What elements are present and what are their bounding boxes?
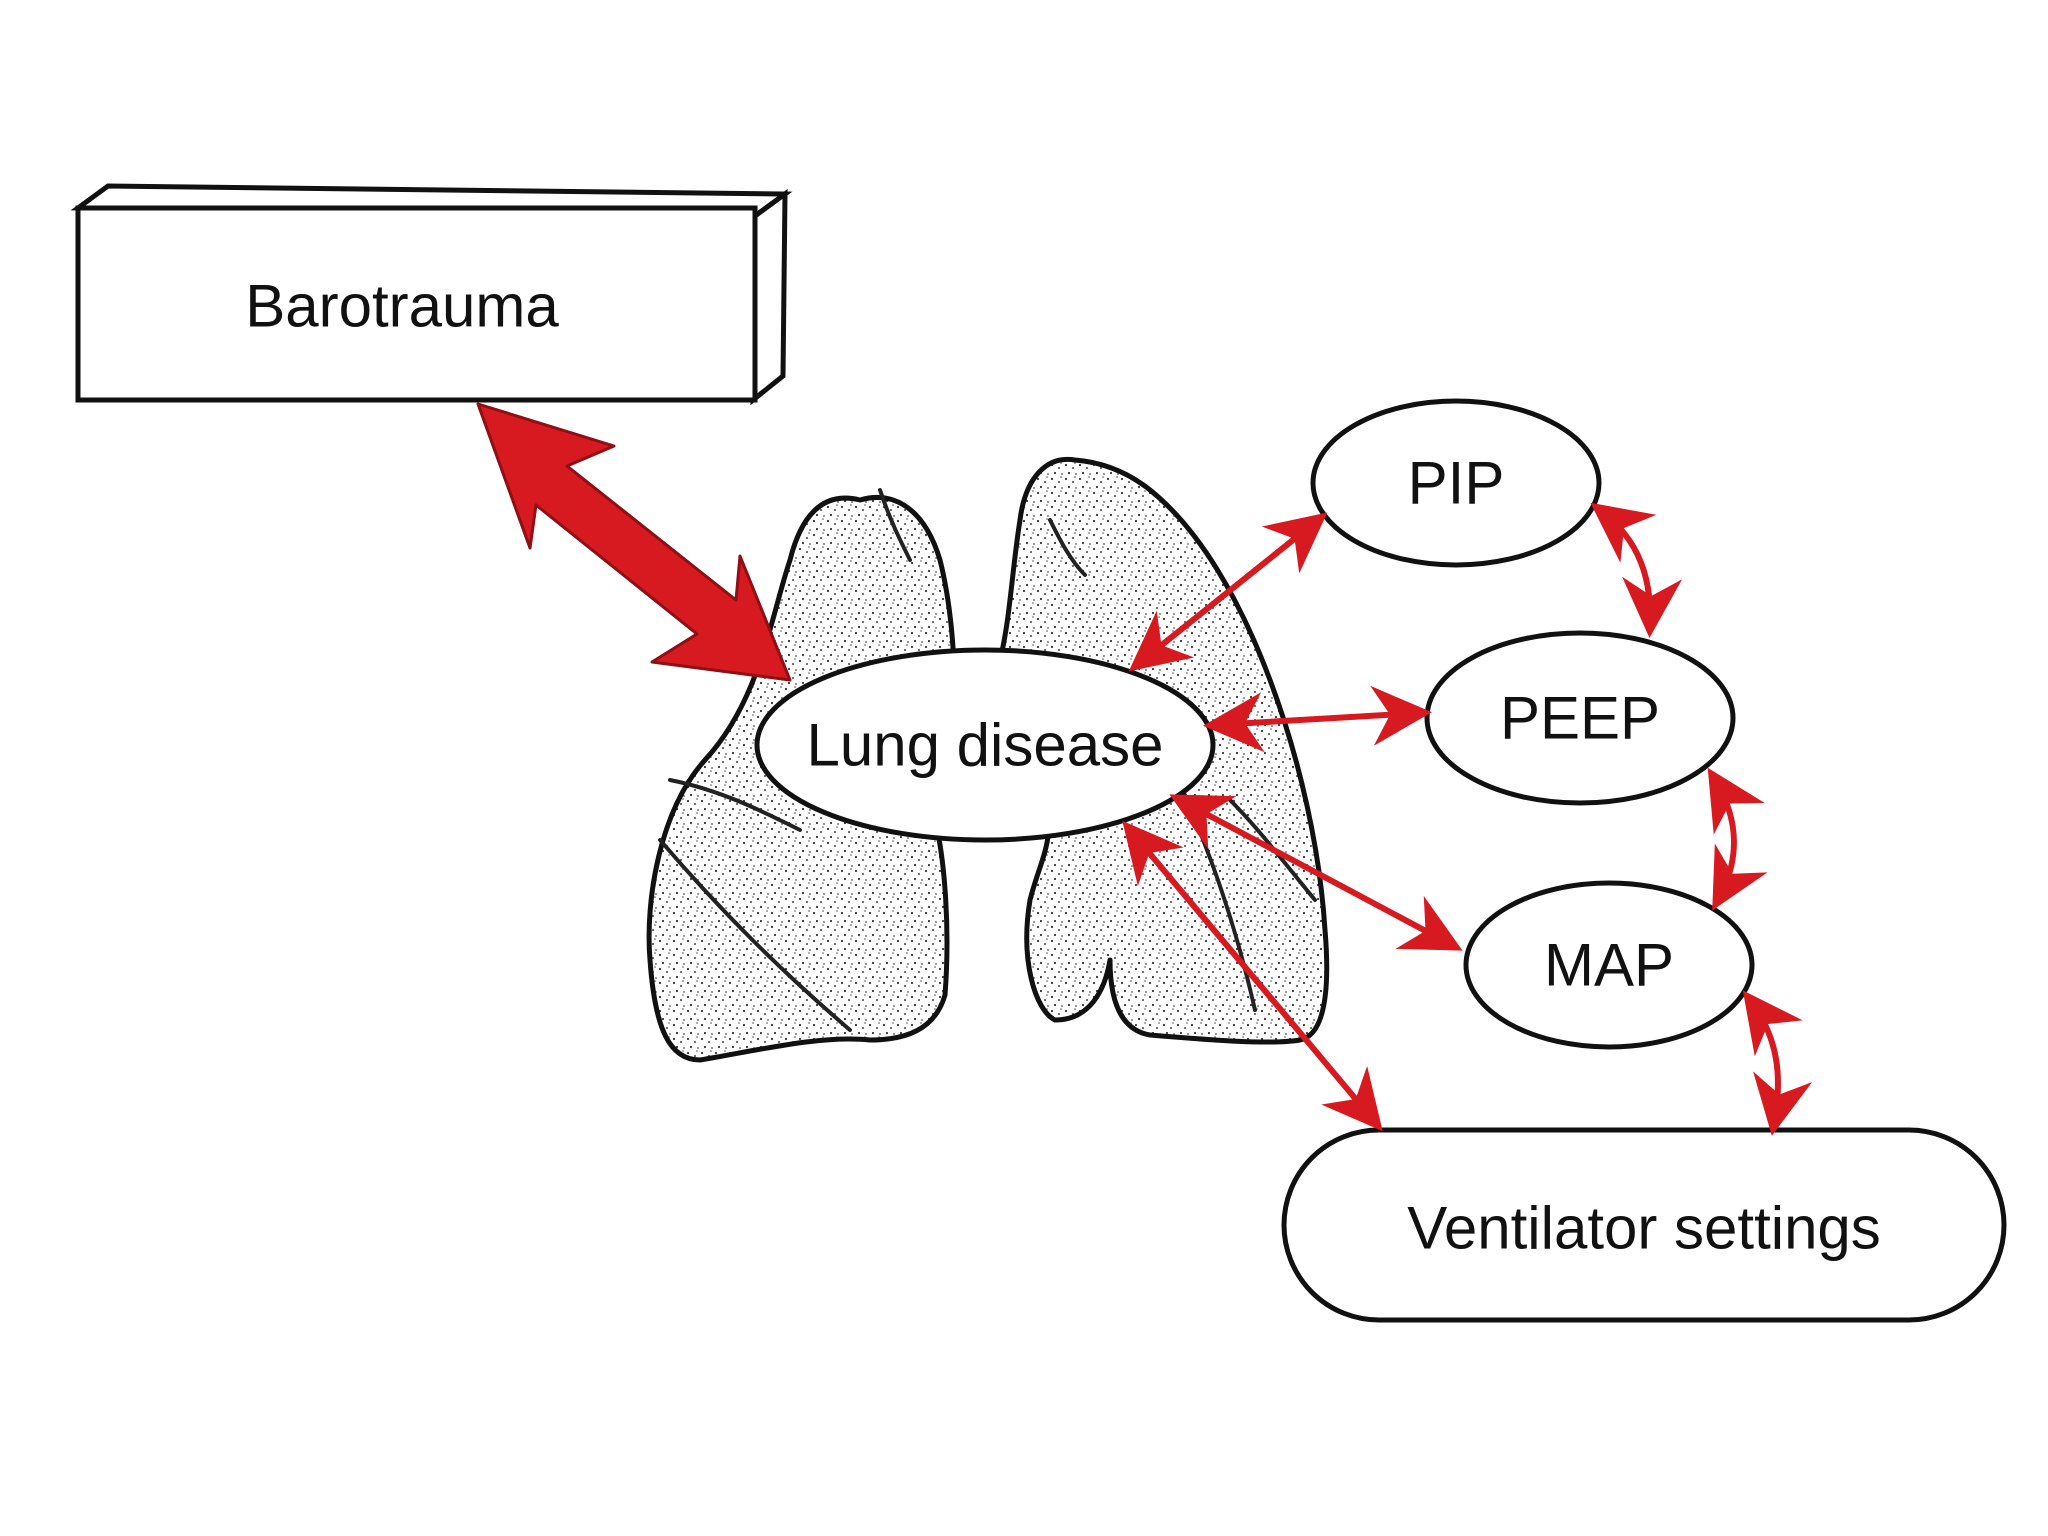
peep-map-curved-arrow bbox=[1707, 767, 1768, 911]
map-node: MAP bbox=[1463, 880, 1755, 1050]
barotrauma-lung-disease-arrow bbox=[476, 402, 792, 682]
map-ventilator-curved-arrow bbox=[1742, 990, 1813, 1136]
lung-fissure-line bbox=[658, 838, 852, 1032]
lung-disease-node: Lung disease bbox=[754, 647, 1216, 843]
barotrauma-box: Barotrauma bbox=[70, 183, 793, 406]
peep-label: PEEP bbox=[1500, 685, 1660, 752]
peep-node: PEEP bbox=[1424, 630, 1736, 806]
lung-fissure-line bbox=[1048, 518, 1087, 577]
map-ellipse bbox=[1463, 880, 1755, 1050]
lung-disease-ventilator-arrow bbox=[1122, 820, 1383, 1132]
lung-fissure-line bbox=[668, 778, 802, 832]
barotrauma-box-front-face bbox=[75, 205, 758, 403]
ventilator-settings-capsule bbox=[1281, 1127, 2007, 1323]
pip-peep-curved-arrow bbox=[1590, 502, 1683, 638]
pip-ellipse bbox=[1310, 398, 1602, 568]
pip-node: PIP bbox=[1310, 398, 1602, 568]
lung-disease-peep-arrow bbox=[1203, 685, 1432, 753]
lung-disease-pip-arrow bbox=[1128, 512, 1328, 672]
ventilator-settings-label: Ventilator settings bbox=[1407, 1195, 1881, 1262]
ventilator-settings-node: Ventilator settings bbox=[1281, 1127, 2007, 1323]
lung-fissure-line bbox=[878, 488, 912, 562]
lung-disease-label: Lung disease bbox=[807, 712, 1164, 779]
barotrauma-label: Barotrauma bbox=[245, 273, 559, 340]
barotrauma-box-side-face bbox=[750, 189, 788, 406]
pip-label: PIP bbox=[1408, 450, 1505, 517]
map-label: MAP bbox=[1544, 932, 1674, 999]
